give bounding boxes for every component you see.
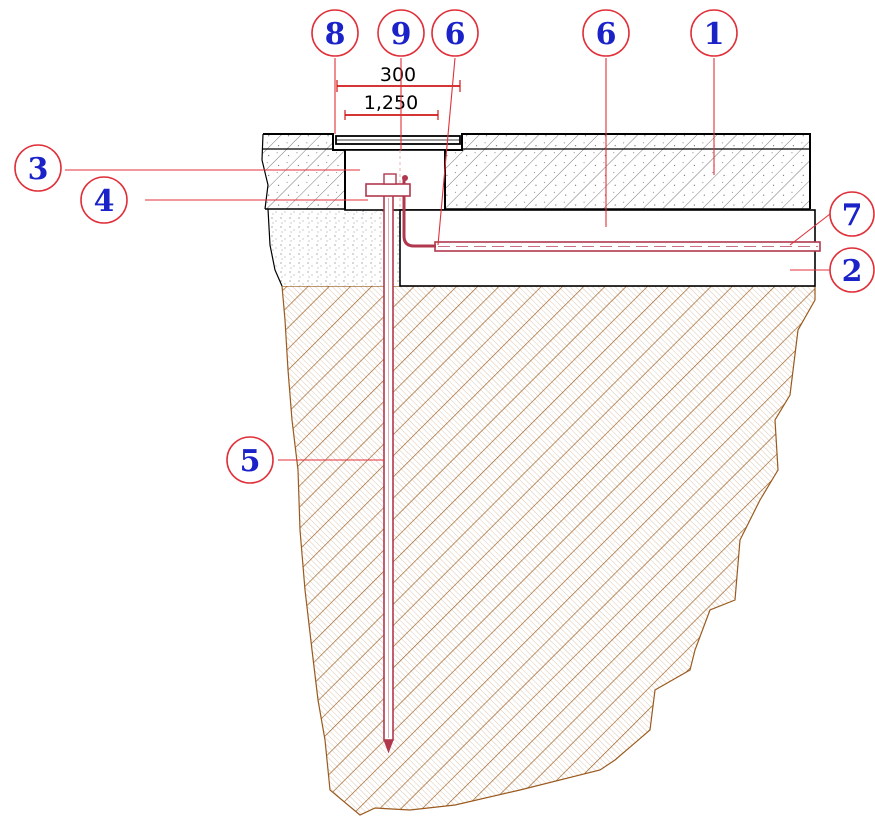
dimension-inner: 1,250 — [344, 92, 439, 120]
dimension-outer-label: 300 — [380, 64, 416, 86]
callout-2-label: 2 — [842, 254, 863, 289]
callout-6-right: 6 — [582, 9, 630, 57]
callout-6-right-label: 6 — [596, 17, 617, 52]
callout-3-label: 3 — [28, 152, 49, 187]
callout-4-label: 4 — [94, 184, 115, 219]
horizontal-conductor — [402, 178, 821, 252]
callout-7-label: 7 — [842, 198, 863, 233]
dimension-inner-label: 1,250 — [364, 92, 418, 114]
callout-2: 2 — [829, 247, 875, 293]
callout-8: 8 — [311, 9, 359, 57]
dimension-outer: 300 — [336, 64, 461, 92]
soil-layer — [281, 285, 816, 816]
callout-9: 9 — [377, 9, 425, 57]
sand-bedding-layer — [267, 208, 400, 287]
rod-clamp — [365, 173, 411, 197]
cover-plate — [335, 135, 461, 145]
grounding-rod — [383, 194, 394, 754]
callout-6-left-label: 6 — [445, 17, 466, 52]
callout-1-label: 1 — [704, 17, 725, 52]
callout-5-label: 5 — [240, 444, 261, 479]
leader-lines — [65, 57, 831, 461]
callout-3: 3 — [14, 144, 62, 192]
callout-4: 4 — [80, 176, 128, 224]
callout-1: 1 — [690, 9, 738, 57]
callout-8-label: 8 — [325, 17, 346, 52]
callout-6-left: 6 — [431, 9, 479, 57]
callout-5: 5 — [226, 436, 274, 484]
callout-7: 7 — [829, 191, 875, 237]
callout-9-label: 9 — [391, 17, 412, 52]
